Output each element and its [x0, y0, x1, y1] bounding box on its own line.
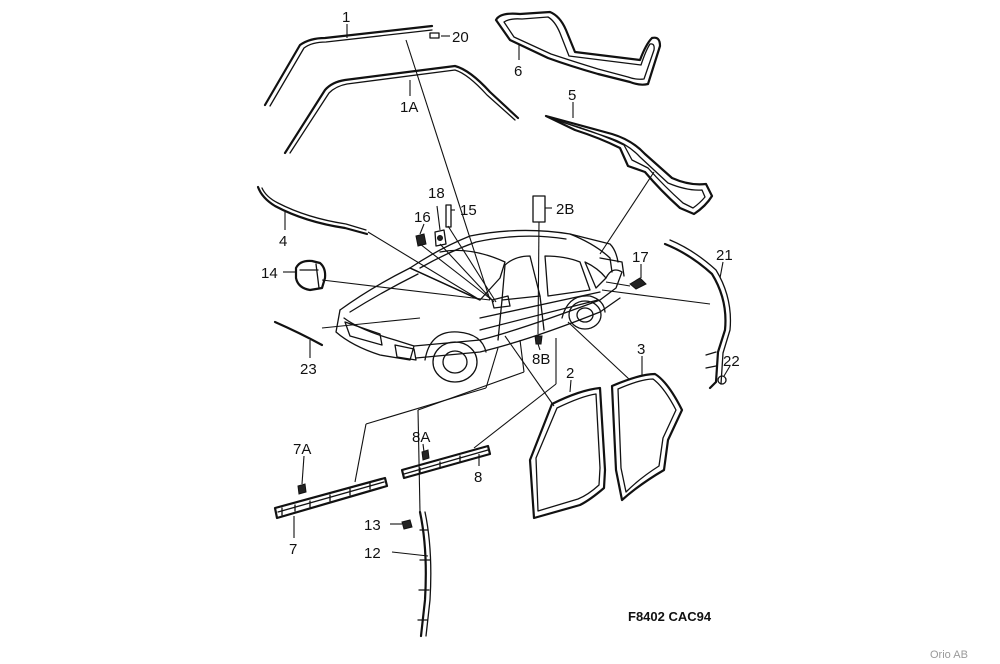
car-body	[335, 229, 625, 383]
callout-16: 16	[414, 209, 431, 226]
part-22-screw	[717, 375, 727, 385]
drawing-code: F8402 CAC94	[628, 609, 712, 624]
part-4-windscreen-molding	[256, 185, 369, 236]
callout-12: 12	[364, 545, 381, 562]
part-8A-clip	[421, 449, 430, 461]
copyright-text: Orio AB	[930, 649, 968, 661]
callout-6: 6	[514, 63, 522, 80]
part-14-mirror-cover	[294, 259, 327, 292]
callout-20: 20	[452, 29, 469, 46]
part-5-tailgate-seal	[544, 114, 714, 216]
callout-labels: 1 20 6 1A 5 4 18 16 15 2B 14 17 21 23 8B…	[261, 9, 740, 562]
callout-23: 23	[300, 361, 317, 378]
callout-1: 1	[342, 9, 350, 26]
callout-7: 7	[289, 541, 297, 558]
part-17-clip	[629, 277, 647, 290]
callout-2B: 2B	[556, 201, 574, 218]
part-13-clip	[401, 519, 413, 530]
part-1A-roof-molding	[283, 64, 520, 155]
callout-17: 17	[632, 249, 649, 266]
callout-8A: 8A	[412, 429, 430, 446]
part-8-sill-trim	[400, 444, 492, 480]
part-7A-clip	[297, 483, 307, 495]
part-3-rear-door-seal	[610, 372, 684, 502]
part-20-clip	[429, 32, 440, 39]
part-2-front-door-seal	[528, 386, 607, 520]
callout-21: 21	[716, 247, 733, 264]
callout-13: 13	[364, 517, 381, 534]
callout-18: 18	[428, 185, 445, 202]
callout-4: 4	[279, 233, 287, 250]
callout-3: 3	[637, 341, 645, 358]
callout-8B: 8B	[532, 351, 550, 368]
part-2B-panel	[532, 195, 546, 223]
part-6-rear-window-seal	[494, 10, 662, 86]
part-1-roof-molding	[263, 24, 434, 107]
part-12-pillar-seal	[417, 510, 432, 638]
callout-5: 5	[568, 87, 576, 104]
leader-lines	[283, 24, 731, 557]
part-18-mirror-base	[434, 205, 447, 247]
callout-14: 14	[261, 265, 278, 282]
callout-22: 22	[723, 353, 740, 370]
part-23-lower-molding	[273, 320, 324, 347]
part-7-sill-trim	[273, 476, 389, 520]
part-21-pillar-seal	[663, 239, 732, 390]
part-16-bracket	[415, 233, 427, 247]
callout-2: 2	[566, 365, 574, 382]
part-15-trim-strip	[445, 204, 452, 228]
callout-15: 15	[460, 202, 477, 219]
callout-8: 8	[474, 469, 482, 486]
callout-1A: 1A	[400, 99, 418, 116]
callout-7A: 7A	[293, 441, 311, 458]
part-8B-fastener	[534, 335, 543, 345]
